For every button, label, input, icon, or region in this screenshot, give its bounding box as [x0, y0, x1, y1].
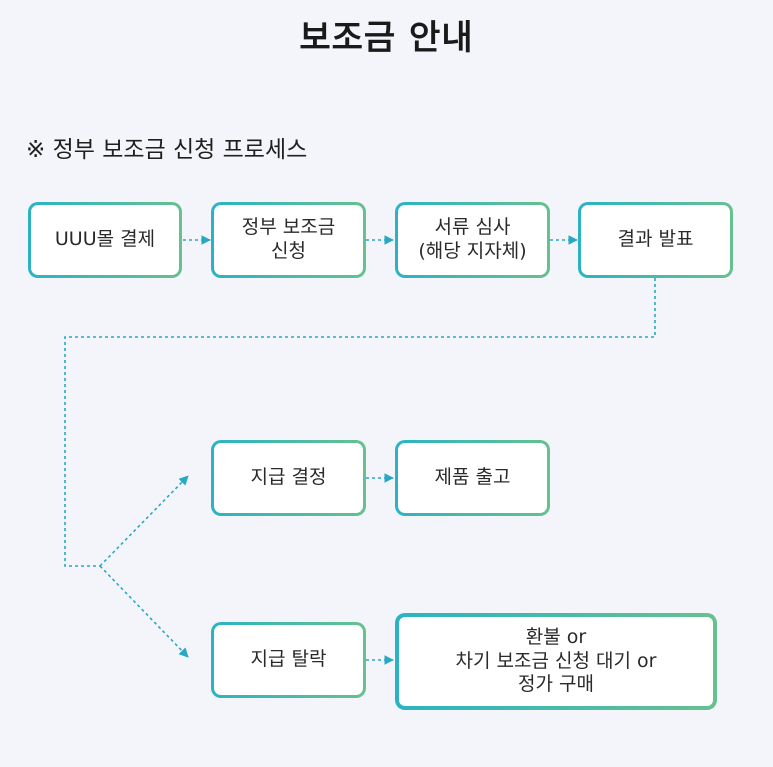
step-rejected-label: 지급 탈락 [250, 648, 327, 671]
step-shipping: 제품 출고 [395, 440, 550, 516]
step-alternatives: 환불 or 차기 보조금 신청 대기 or 정가 구매 [395, 613, 717, 710]
step-announce-label: 결과 발표 [617, 228, 694, 251]
arrow-branch-to-rejected [99, 565, 189, 658]
step-shipping-label: 제품 출고 [434, 466, 511, 489]
page-title: 보조금 안내 [299, 18, 474, 58]
step-review-label: 서류 심사 (해당 지자체) [418, 216, 527, 262]
connector-announce-to-branch [64, 278, 656, 567]
step-rejected: 지급 탈락 [211, 622, 366, 698]
arrow-branch-to-approved [99, 475, 189, 567]
step-payment-label: UUU몰 결제 [54, 228, 156, 251]
step-announce: 결과 발표 [578, 202, 733, 278]
step-apply: 정부 보조금 신청 [211, 202, 366, 278]
step-alternatives-label: 환불 or 차기 보조금 신청 대기 or 정가 구매 [455, 625, 657, 696]
step-apply-label: 정부 보조금 신청 [241, 216, 336, 262]
section-heading: ※ 정부 보조금 신청 프로세스 [26, 137, 308, 163]
step-review: 서류 심사 (해당 지자체) [395, 202, 550, 278]
step-approved-label: 지급 결정 [250, 466, 327, 489]
step-payment: UUU몰 결제 [28, 202, 182, 278]
step-approved: 지급 결정 [211, 440, 366, 516]
